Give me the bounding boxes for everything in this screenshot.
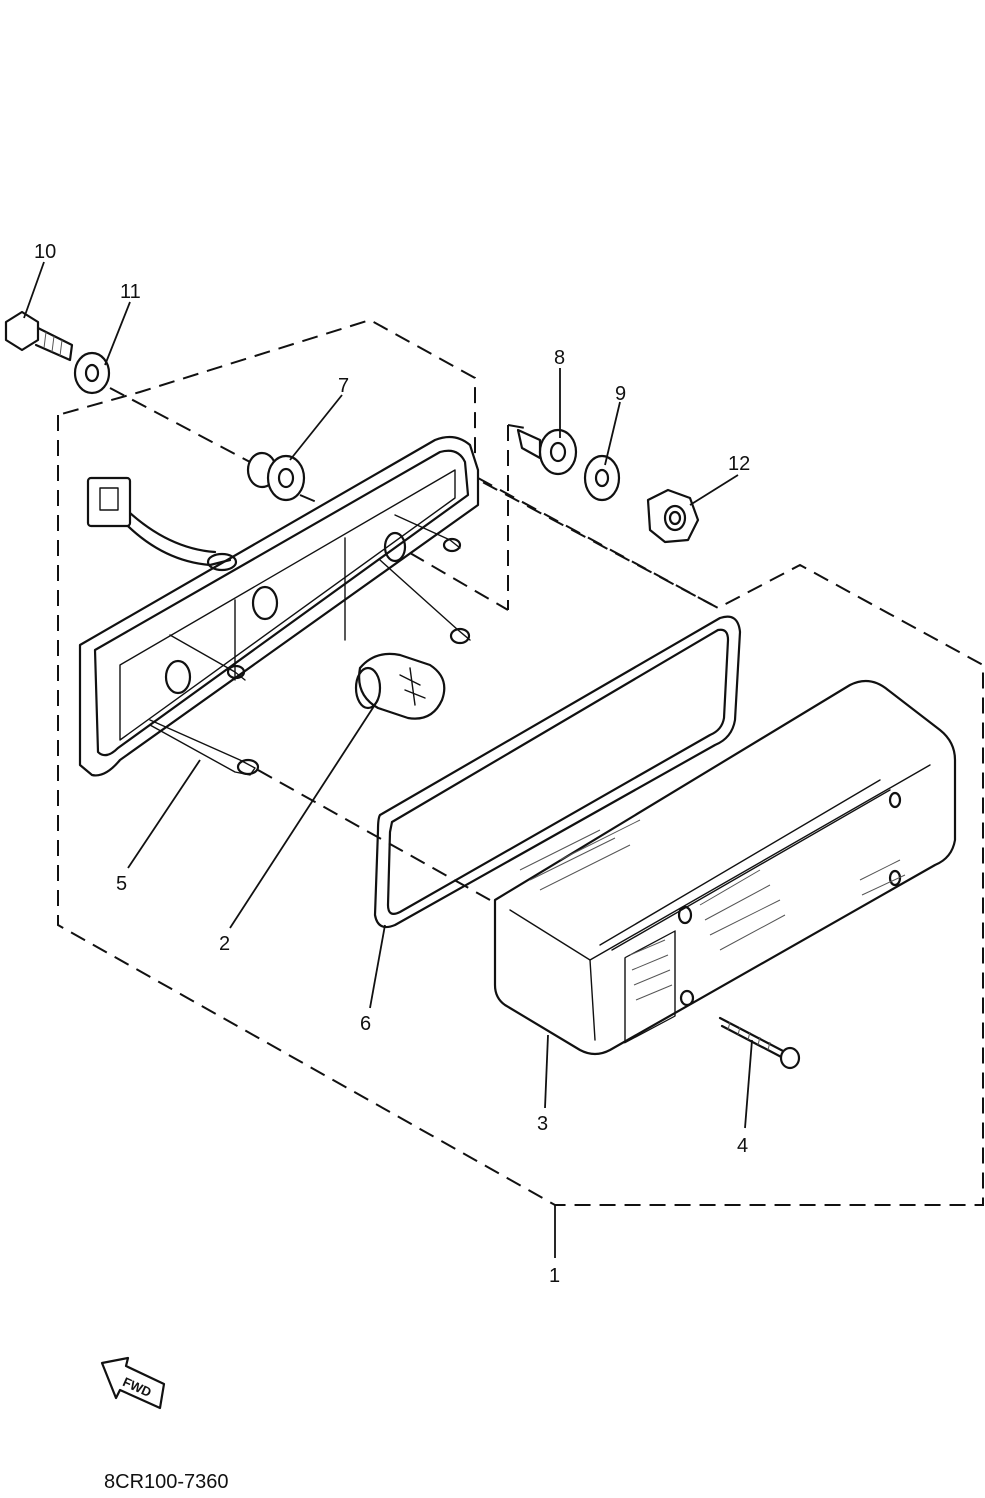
callouts: 10 11 7 8 9 12 5 2 6 3 4 1 bbox=[34, 241, 750, 1287]
callout-12: 12 bbox=[728, 453, 750, 475]
bulb bbox=[354, 652, 446, 720]
callout-5: 5 bbox=[116, 873, 127, 895]
fwd-label: FWD bbox=[121, 1374, 154, 1400]
collar bbox=[516, 428, 578, 476]
washer bbox=[73, 351, 111, 395]
callout-6: 6 bbox=[360, 1013, 371, 1035]
nut bbox=[646, 488, 700, 544]
assembly-boundary bbox=[57, 318, 984, 1206]
fwd-direction-marker: FWD bbox=[100, 1356, 166, 1410]
callout-8: 8 bbox=[554, 347, 565, 369]
drawing-code: 8CR100-7360 bbox=[104, 1471, 229, 1493]
washer-2 bbox=[583, 454, 621, 502]
callout-2: 2 bbox=[219, 933, 230, 955]
gasket bbox=[373, 615, 742, 929]
bolt bbox=[4, 310, 74, 362]
socket-base bbox=[78, 435, 480, 777]
callout-11: 11 bbox=[120, 281, 141, 303]
lens bbox=[493, 679, 957, 1056]
callout-1: 1 bbox=[549, 1265, 560, 1287]
callout-9: 9 bbox=[615, 383, 626, 405]
callout-4: 4 bbox=[737, 1135, 748, 1157]
grommet bbox=[246, 451, 306, 502]
callout-7: 7 bbox=[338, 375, 349, 397]
leader-lines bbox=[23, 261, 753, 1258]
callout-3: 3 bbox=[537, 1113, 548, 1135]
lens-screw bbox=[718, 1016, 801, 1070]
callout-10: 10 bbox=[34, 241, 56, 263]
